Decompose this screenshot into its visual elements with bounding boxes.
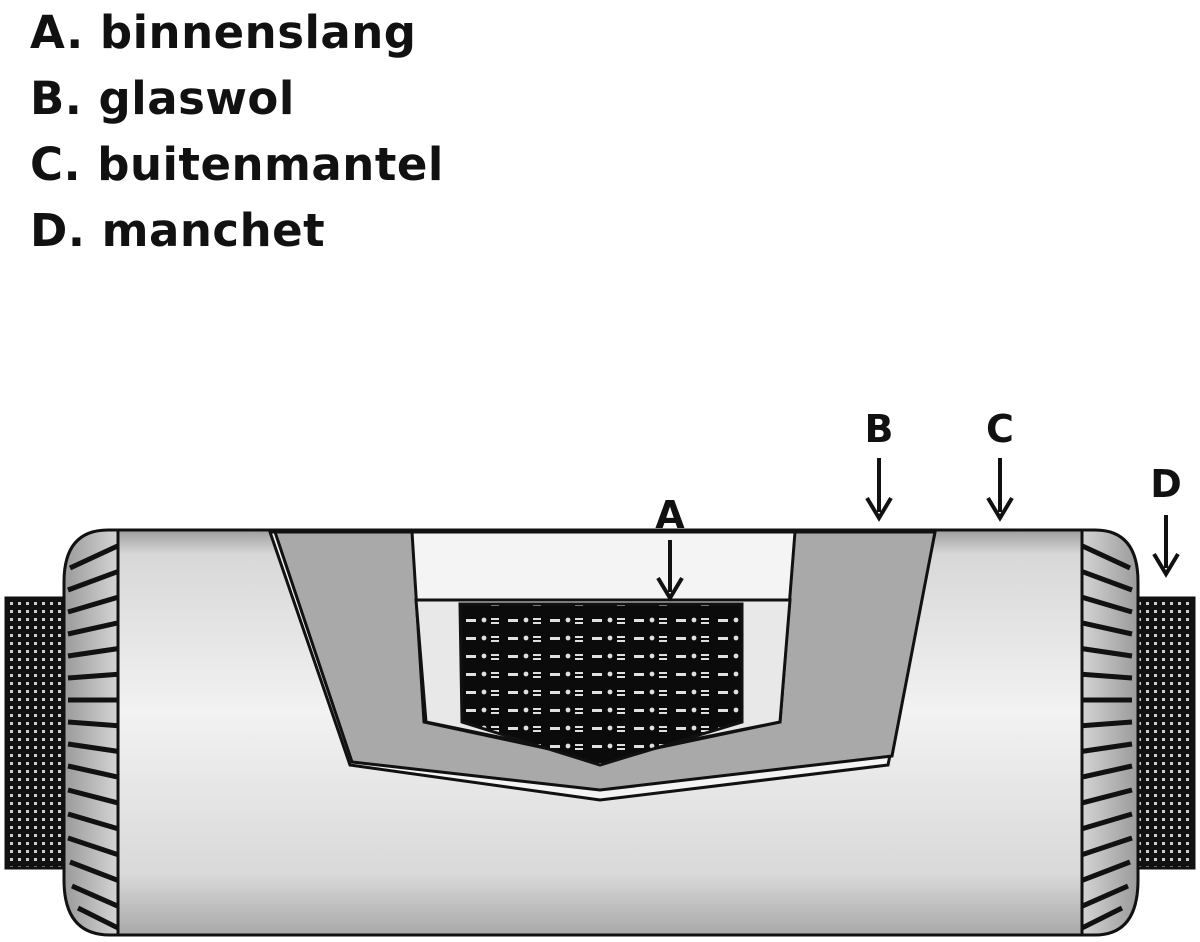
legend-item-d: D. manchet: [30, 204, 326, 257]
callout-a: A: [655, 493, 685, 602]
callout-d-label: D: [1150, 462, 1182, 506]
end-cap-left-stripes: [67, 541, 120, 933]
callout-c-arrow-head: [986, 496, 1014, 522]
legend-item-a: A. binnenslang: [30, 6, 417, 59]
callout-c: C: [986, 407, 1014, 522]
legend-item-b: B. glaswol: [30, 72, 295, 125]
manchet-right: [1135, 596, 1196, 870]
legend-item-c: C. buitenmantel: [30, 138, 444, 191]
callout-b-arrow-head: [865, 496, 893, 522]
end-cap-right-stripes: [1080, 541, 1133, 933]
callout-a-arrow-head: [656, 576, 684, 602]
callout-d: D: [1150, 462, 1182, 578]
callout-c-label: C: [986, 407, 1014, 451]
callout-d-arrow-head: [1152, 552, 1180, 578]
callout-b: B: [865, 407, 894, 522]
manchet-left: [4, 596, 68, 870]
callout-a-label: A: [655, 493, 685, 537]
binnenslang-tube: [458, 602, 744, 767]
callout-b-label: B: [865, 407, 894, 451]
legend: A. binnenslang B. glaswol C. buitenmante…: [30, 0, 444, 264]
